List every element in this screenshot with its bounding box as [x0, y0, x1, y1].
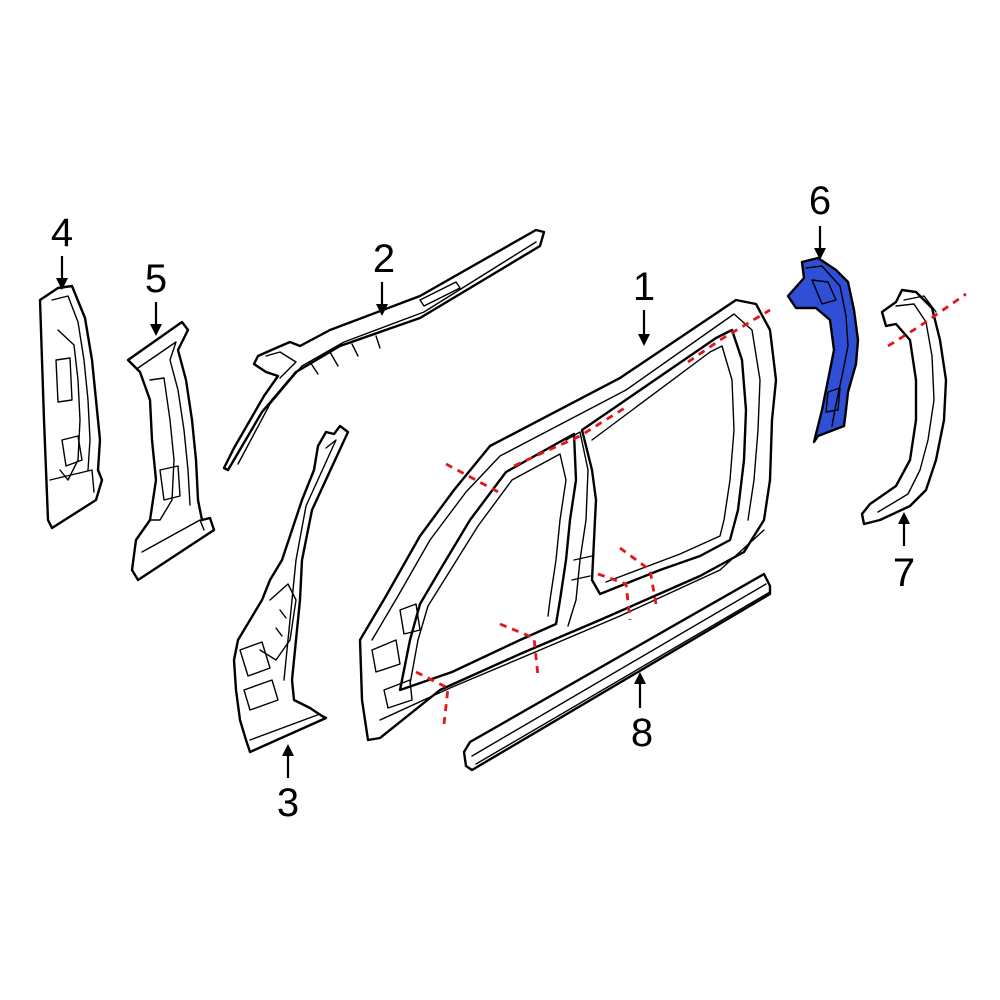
callout-4: 4	[51, 211, 73, 255]
part-8-rocker-panel[interactable]	[462, 572, 772, 772]
callout-3: 3	[277, 781, 299, 825]
callout-5: 5	[145, 257, 167, 301]
callout-2: 2	[373, 237, 395, 281]
leader-arrows	[56, 226, 910, 778]
cut-lines	[415, 292, 967, 725]
part-2-roof-rail[interactable]	[222, 228, 546, 472]
callout-8: 8	[631, 711, 653, 755]
callout-7: 7	[893, 551, 915, 595]
part-5-panel[interactable]	[126, 320, 216, 582]
part-1-body-side-aperture[interactable]	[358, 298, 778, 742]
part-4-panel[interactable]	[38, 284, 104, 530]
part-7-quarter-panel[interactable]	[860, 288, 948, 526]
part-3-hinge-pillar[interactable]	[232, 424, 350, 754]
part-6-quarter-inner-highlighted[interactable]	[786, 256, 860, 444]
callout-6: 6	[809, 179, 831, 223]
callout-1: 1	[633, 265, 655, 309]
